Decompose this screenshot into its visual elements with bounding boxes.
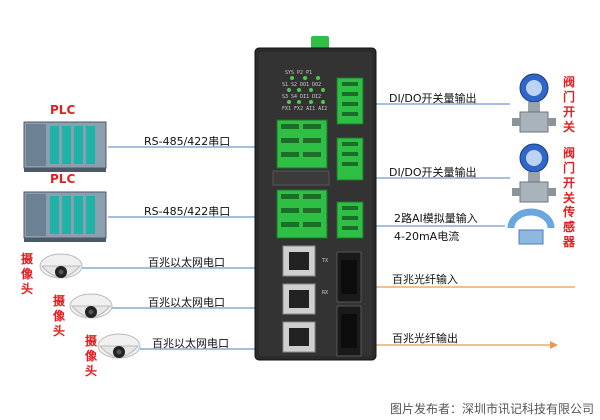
camera-2 bbox=[69, 293, 113, 319]
link-label-eth-2: 百兆以太网电口 bbox=[148, 296, 225, 309]
link-label-serial-2: RS-485/422串口 bbox=[144, 205, 231, 218]
camera-label-3: 摄像头 bbox=[84, 334, 97, 378]
camera-label-2: 摄像头 bbox=[52, 294, 65, 338]
valve-label-1: 阀门开关 bbox=[562, 75, 575, 134]
sensor-label: 传感器 bbox=[562, 205, 575, 249]
link-label-do-1: DI/DO开关量输出 bbox=[389, 92, 477, 105]
link-label-ai: 2路AI模拟量输入 bbox=[394, 212, 478, 225]
arrow-fiber-out bbox=[550, 341, 558, 349]
led-label-row4: FX1 FX2 AI1 AI2 bbox=[282, 106, 328, 112]
valve-transmitter-1 bbox=[512, 73, 556, 133]
plc-label-1: PLC bbox=[50, 103, 76, 117]
fiber-tx-label: TX bbox=[322, 258, 329, 264]
link-label-current: 4-20mA电流 bbox=[394, 230, 460, 243]
led-label-row2: S1 S2 DO1 DO2 bbox=[282, 82, 322, 88]
current-sensor bbox=[507, 208, 555, 245]
plc-device-2 bbox=[23, 191, 107, 242]
camera-3 bbox=[97, 333, 141, 359]
led-label-row1: SYS P2 P1 bbox=[285, 70, 313, 76]
valve-transmitter-2 bbox=[512, 143, 556, 203]
led-label-row3: S3 S4 DI1 DI2 bbox=[282, 94, 322, 100]
link-label-do-2: DI/DO开关量输出 bbox=[389, 166, 477, 179]
camera-label-1: 摄像头 bbox=[20, 252, 33, 296]
plc-label-2: PLC bbox=[50, 172, 76, 186]
camera-1 bbox=[39, 253, 83, 279]
fiber-rx-label: RX bbox=[322, 290, 329, 296]
plc-device-1 bbox=[23, 121, 107, 172]
link-label-fiber-in: 百兆光纤输入 bbox=[392, 273, 458, 286]
valve-label-2: 阀门开关 bbox=[562, 146, 575, 205]
io-switch-device bbox=[254, 36, 377, 361]
link-label-fiber-out: 百兆光纤输出 bbox=[392, 332, 458, 345]
link-label-eth-1: 百兆以太网电口 bbox=[148, 256, 225, 269]
publisher-caption: 图片发布者：深圳市讯记科技有限公司 bbox=[389, 402, 594, 416]
link-label-eth-3: 百兆以太网电口 bbox=[152, 337, 229, 350]
link-label-serial-1: RS-485/422串口 bbox=[144, 135, 231, 148]
